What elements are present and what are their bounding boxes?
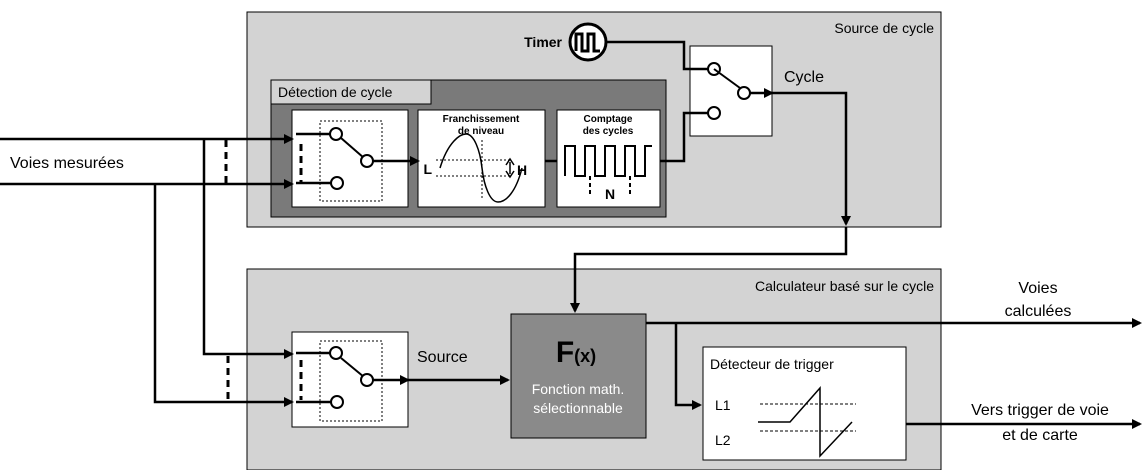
trigger-output-label-1: Vers trigger de voie xyxy=(971,402,1109,419)
measured-inputs-label: Voies mesurées xyxy=(10,155,124,172)
hysteresis-icon xyxy=(758,386,856,458)
counting-title-1: Comptage xyxy=(584,114,633,125)
connection-lines xyxy=(0,40,1142,429)
trigger-detector-title: Détecteur de trigger xyxy=(710,356,834,372)
detection-input-switch xyxy=(291,109,409,208)
timer-label: Timer xyxy=(524,34,562,50)
function-desc-2: sélectionnable xyxy=(533,400,623,416)
sine-wave-icon xyxy=(436,133,523,203)
calc-panel-title: Calculateur basé sur le cycle xyxy=(755,278,934,294)
source-label: Source xyxy=(417,349,468,366)
trigger-l2-label: L2 xyxy=(715,432,731,448)
timer-icon xyxy=(568,22,608,62)
crossing-title-1: Franchissement xyxy=(443,114,520,125)
crossing-high-label: H xyxy=(517,162,527,178)
pulse-train-icon xyxy=(564,145,652,177)
cycle-output-label: Cycle xyxy=(784,69,824,86)
counting-n-label: N xyxy=(605,186,615,202)
function-desc-1: Fonction math. xyxy=(532,381,625,397)
level-crossing-block xyxy=(417,109,546,208)
calc-outputs-label-2: calculées xyxy=(1005,303,1072,320)
cycle-source-switch xyxy=(689,45,773,137)
function-symbol: F(x) xyxy=(556,336,596,369)
crossing-low-label: L xyxy=(423,161,432,177)
trigger-l1-label: L1 xyxy=(715,397,731,413)
trigger-detector-block xyxy=(702,346,907,461)
counting-title-2: des cycles xyxy=(583,126,634,137)
function-block xyxy=(510,313,647,439)
detection-panel-title: Détection de cycle xyxy=(278,84,393,100)
crossing-title-2: de niveau xyxy=(458,126,504,137)
detection-title-box xyxy=(270,79,432,105)
cycle-switch-contacts xyxy=(707,62,751,120)
trigger-output-label-2: et de carte xyxy=(1002,427,1078,444)
source-panel-title: Source de cycle xyxy=(834,20,934,36)
ganged-switch-links xyxy=(224,140,303,400)
calc-outputs-label-1: Voies xyxy=(1018,280,1057,297)
